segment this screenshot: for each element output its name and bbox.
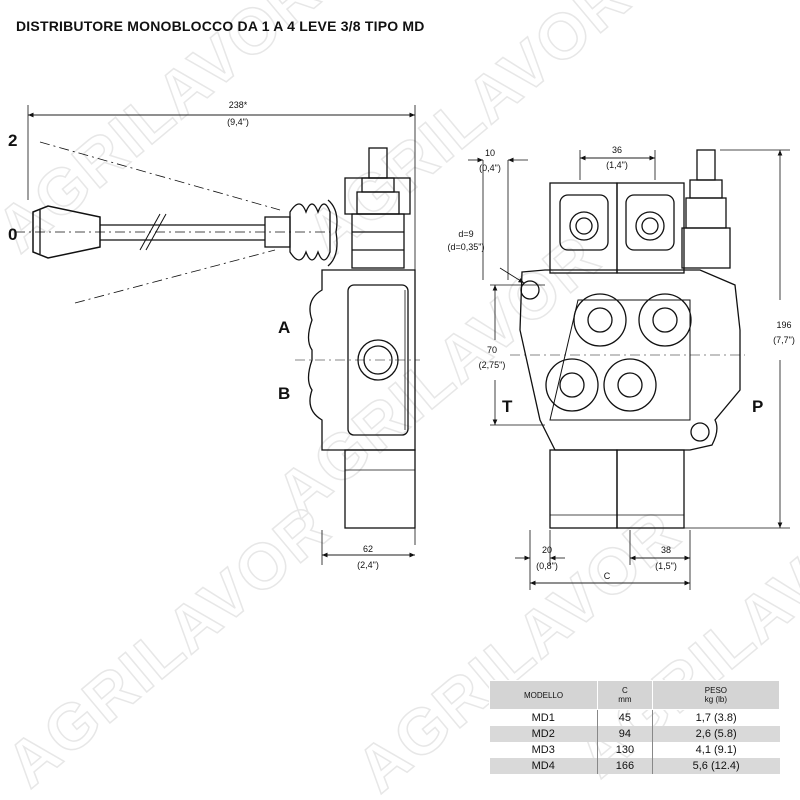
dim-offset-label: 10 bbox=[485, 148, 495, 158]
lever-position-2: 2 bbox=[8, 131, 17, 150]
dim-height-label: 196 bbox=[776, 320, 791, 330]
dim-width-inch-label: (2,4") bbox=[357, 560, 379, 570]
dim-right-inch-label: (1,5") bbox=[655, 561, 677, 571]
cell-c: 94 bbox=[597, 726, 653, 742]
dim-ports-inch-label: (2,75") bbox=[479, 360, 506, 370]
dim-hole-inch-label: (d=0,35") bbox=[448, 242, 485, 252]
cell-model: MD3 bbox=[531, 744, 555, 756]
table-row: MD2 94 2,6 (5.8) bbox=[489, 726, 780, 742]
cell-weight: 4,1 (9.1) bbox=[651, 742, 780, 758]
dim-width-label: 62 bbox=[363, 544, 373, 554]
cell-model: MD4 bbox=[489, 758, 598, 774]
dim-pitch-label: 36 bbox=[612, 145, 622, 155]
dim-left-inch-label: (0,8") bbox=[536, 561, 558, 571]
header-c-label: C bbox=[622, 686, 628, 695]
cell-c: 45 bbox=[597, 709, 653, 726]
port-a-label: A bbox=[278, 318, 290, 337]
front-view bbox=[468, 149, 790, 590]
dim-total-label: 238* bbox=[229, 100, 248, 110]
cell-weight: 2,6 (5.8) bbox=[651, 726, 780, 742]
table-row: MD3 130 4,1 (9.1) bbox=[490, 742, 780, 758]
cell-weight: 5,6 (12.4) bbox=[651, 758, 780, 774]
header-weight: PESO kg (lb) bbox=[651, 680, 781, 710]
svg-text:AGRILAVOR: AGRILAVOR bbox=[0, 490, 343, 800]
cell-c: 130 bbox=[597, 742, 653, 758]
side-view bbox=[15, 105, 420, 565]
dim-ports-label: 70 bbox=[487, 345, 497, 355]
port-b-label: B bbox=[278, 384, 290, 403]
dim-right-label: 38 bbox=[661, 545, 671, 555]
dim-left-label: 20 bbox=[542, 545, 552, 555]
header-weight-unit: kg (lb) bbox=[704, 695, 728, 704]
port-p-label: P bbox=[752, 397, 763, 416]
cell-model: MD1 bbox=[531, 712, 555, 724]
lever-position-0: 0 bbox=[8, 225, 17, 244]
header-c-unit: mm bbox=[618, 695, 632, 704]
table-row: MD1 45 1,7 (3.8) bbox=[490, 709, 780, 726]
spec-table: MODELLO C mm PESO kg (lb) MD1 45 1,7 (3.… bbox=[488, 680, 781, 774]
dim-offset-inch-label: (0,4") bbox=[479, 163, 501, 173]
dim-pitch-inch-label: (1,4") bbox=[606, 160, 628, 170]
header-weight-label: PESO bbox=[704, 686, 728, 695]
dim-hole-label: d=9 bbox=[458, 229, 473, 239]
table-row: MD4 166 5,6 (12.4) bbox=[489, 758, 780, 774]
dim-height-inch-label: (7,7") bbox=[773, 335, 795, 345]
cell-weight: 1,7 (3.8) bbox=[651, 709, 780, 726]
cell-model: MD2 bbox=[489, 726, 598, 742]
svg-text:AGRILAVOR: AGRILAVOR bbox=[0, 0, 333, 266]
cell-c: 166 bbox=[597, 758, 653, 774]
page-title: DISTRIBUTORE MONOBLOCCO DA 1 A 4 LEVE 3/… bbox=[16, 18, 425, 34]
header-c: C mm bbox=[597, 680, 653, 710]
header-model: MODELLO bbox=[488, 680, 599, 710]
dim-total-inch-label: (9,4") bbox=[227, 117, 249, 127]
table-header-row: MODELLO C mm PESO kg (lb) bbox=[488, 680, 781, 710]
port-t-label: T bbox=[502, 397, 513, 416]
dim-c-label: C bbox=[604, 571, 611, 581]
